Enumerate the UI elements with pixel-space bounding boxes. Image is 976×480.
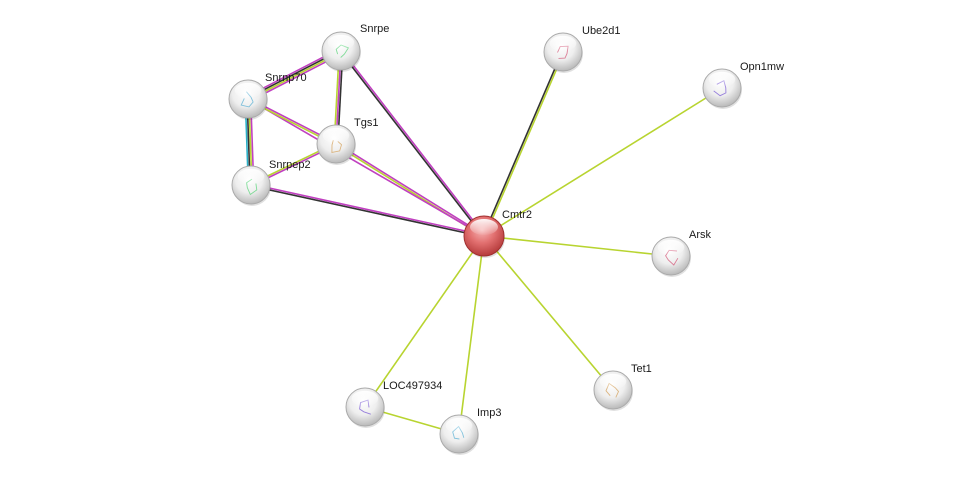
edge-strand [336,142,485,236]
protein-structure-icon [331,140,343,153]
node-label: Snrpe [360,23,389,35]
node-highlight [351,390,379,407]
node-highlight [445,417,473,434]
node-label: Arsk [689,229,712,241]
node-highlight [327,34,355,51]
node-label: LOC497934 [383,380,442,392]
node-label: Snrpep2 [269,159,311,171]
edge-cmtr2-opn1mw[interactable] [483,87,723,237]
edge-cmtr2-snrpe[interactable] [339,49,486,238]
edge-cmtr2-ube2d1[interactable] [482,51,565,237]
node-label: Imp3 [477,407,501,419]
node-label: Snrnp70 [265,72,307,84]
edge-strand [339,51,484,238]
node-label: Cmtr2 [502,209,532,221]
node-imp3[interactable]: Imp3 [439,407,501,455]
node-highlight [237,168,265,185]
node-highlight [549,35,577,52]
edge-strand [364,235,485,408]
node-snrnp70[interactable]: Snrnp70 [228,72,307,120]
edge-strand [247,98,485,237]
edge-strand [482,51,563,236]
node-highlight [234,82,262,99]
edge-strand [251,183,485,236]
node-loc497934[interactable]: LOC497934 [345,380,442,428]
edge-strand [341,49,486,236]
node-cmtr2[interactable]: Cmtr2 [463,209,532,258]
node-tgs1[interactable]: Tgs1 [316,117,378,165]
node-snrpe[interactable]: Snrpe [321,23,389,72]
node-arsk[interactable]: Arsk [651,229,712,277]
edge-cmtr2-tet1[interactable] [483,235,614,391]
node-highlight [657,239,685,256]
edge-cmtr2-snrnp70[interactable] [247,98,485,237]
node-highlight [470,219,498,235]
edge-cmtr2-imp3[interactable] [458,235,485,435]
node-label: Opn1mw [740,61,784,73]
edge-cmtr2-loc497934[interactable] [364,235,485,408]
node-tet1[interactable]: Tet1 [593,363,652,411]
node-label: Tet1 [631,363,652,375]
edge-strand [483,235,672,257]
node-opn1mw[interactable]: Opn1mw [702,61,784,109]
edge-cmtr2-snrpep2[interactable] [250,183,485,238]
edge-strand [250,185,484,238]
node-snrpep2[interactable]: Snrpep2 [231,159,311,206]
node-highlight [599,373,627,390]
edge-strand [458,235,485,435]
node-highlight [322,127,350,144]
edge-strand [483,87,723,237]
node-ube2d1[interactable]: Ube2d1 [543,25,621,73]
edge-cmtr2-arsk[interactable] [483,235,672,257]
edge-strand [484,52,565,237]
node-label: Tgs1 [354,117,378,129]
node-layer: Cmtr2 Snrpe Ube2d1Opn1mwSnrnp70Tgs1Snrpep2… [228,23,784,455]
edge-strand [483,235,614,391]
node-label: Ube2d1 [582,25,621,37]
node-highlight [708,71,736,88]
